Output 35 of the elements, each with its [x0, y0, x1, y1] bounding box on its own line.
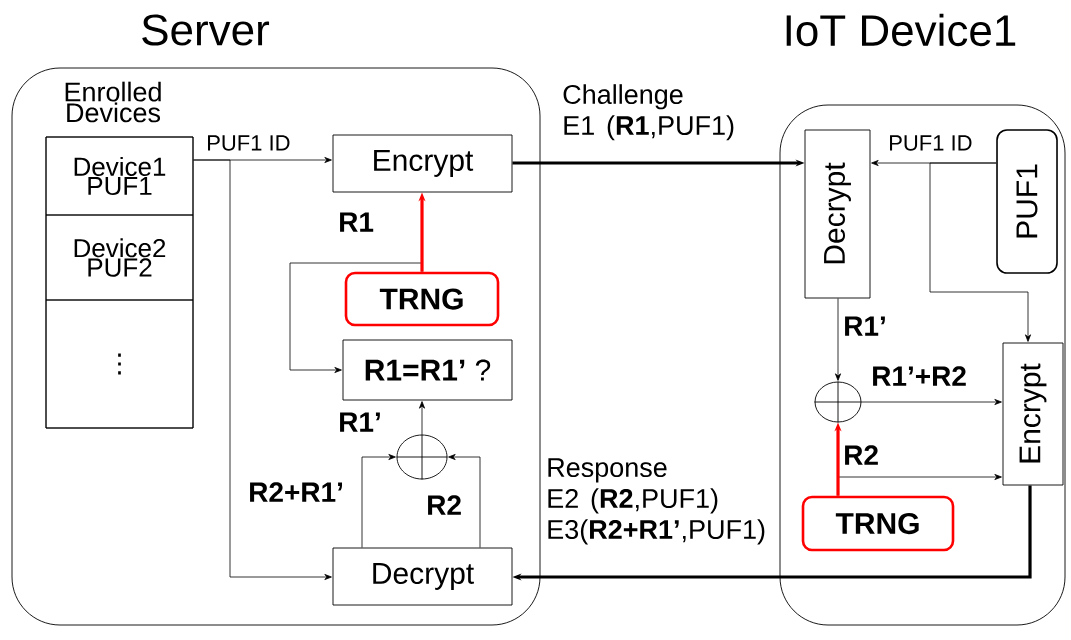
edge-label: R1’	[845, 316, 885, 336]
arrow	[835, 298, 841, 381]
process-box: Decrypt	[332, 547, 513, 606]
process-box: Decrypt	[804, 129, 871, 299]
edge-label: Response E2 (R2,PUF1) E3(R2+R1’,PUF1)	[548, 458, 765, 545]
generator-box: TRNG	[801, 495, 955, 552]
table-cell: Device1 PUF1	[45, 136, 194, 216]
edge-label: R2	[428, 495, 461, 515]
table-cell: ⋮	[45, 299, 194, 429]
arrow	[448, 454, 481, 548]
process-box: Encrypt	[1002, 342, 1064, 486]
edge-label: Challenge E1 (R1,PUF1)	[563, 84, 734, 141]
arrow	[419, 401, 425, 435]
puf-box: PUF1	[996, 129, 1058, 274]
process-box: Encrypt	[332, 134, 513, 193]
table-heading: Enrolled Devices	[65, 81, 161, 123]
generator-box: TRNG	[344, 271, 500, 327]
edge-label: PUF1 ID	[208, 135, 290, 151]
arrow	[361, 454, 396, 548]
group-heading: Server	[142, 14, 270, 46]
xor-symbol	[814, 381, 862, 423]
edge-label: R1’+R2	[873, 366, 966, 386]
edge-label: R2+R1’	[250, 482, 342, 502]
arrow	[861, 399, 1002, 405]
edge-label: PUF1 ID	[890, 135, 972, 151]
arrow	[193, 159, 332, 580]
edge-label: R1	[340, 212, 374, 232]
arrow	[289, 262, 423, 373]
edge-label: R2	[845, 445, 878, 465]
table-cell: Device2 PUF2	[45, 214, 194, 301]
process-box: R1=R1’ ?	[342, 339, 513, 401]
xor-symbol	[396, 434, 448, 480]
group-heading: IoT Device1	[786, 13, 1016, 47]
edge-label: R1’	[340, 412, 380, 432]
arrow	[929, 162, 1031, 342]
